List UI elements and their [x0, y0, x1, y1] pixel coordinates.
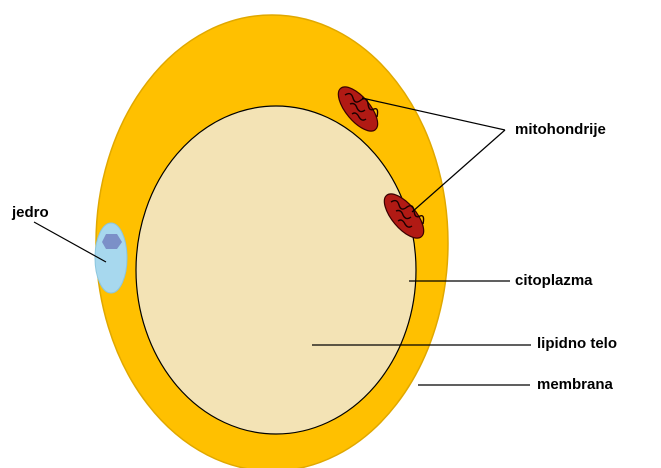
- leader-nucleus: [34, 222, 106, 262]
- label-nucleus: jedro: [11, 204, 49, 221]
- label-cytoplasm: citoplazma: [515, 272, 593, 289]
- label-mitochondria: mitohondrije: [515, 121, 606, 138]
- label-lipid-body: lipidno telo: [537, 335, 617, 352]
- lipid-body: [136, 106, 416, 434]
- label-membrane: membrana: [537, 376, 614, 393]
